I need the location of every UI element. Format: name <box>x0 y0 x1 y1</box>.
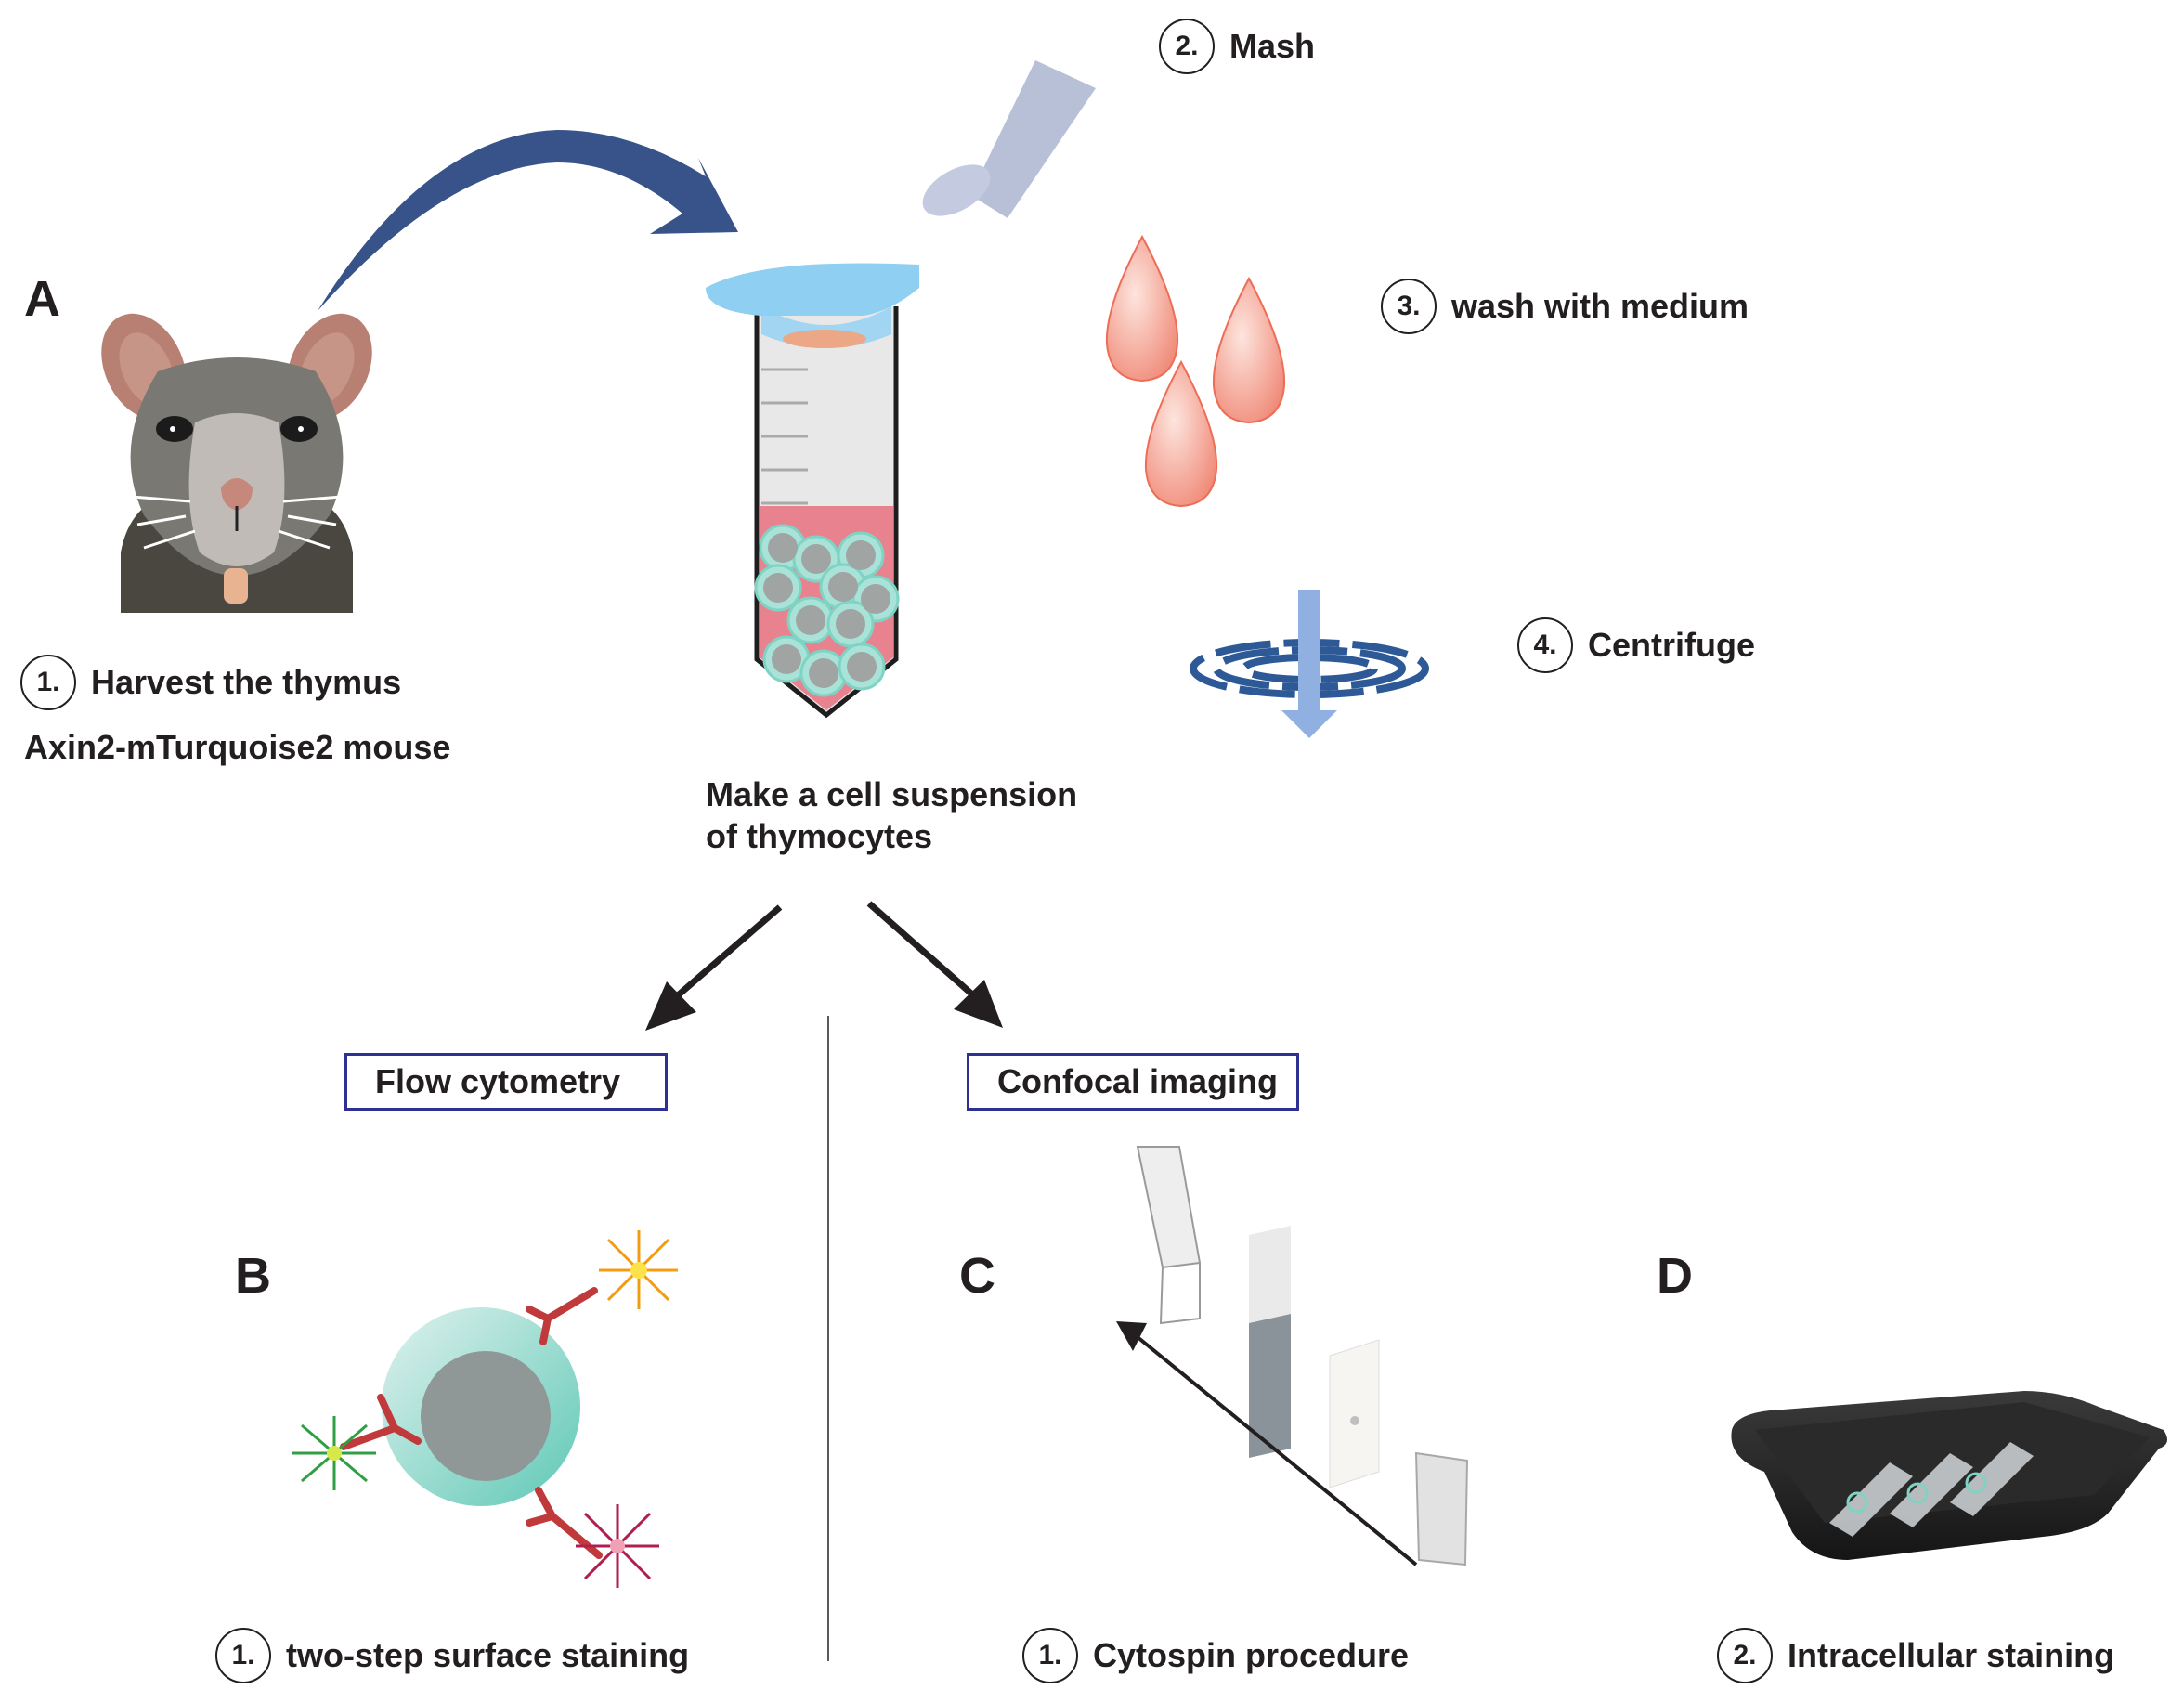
antibody-icon <box>526 1287 598 1345</box>
panel-label-b: B <box>235 1248 271 1304</box>
glass-slide-icon <box>1249 1226 1291 1458</box>
magenta-fluorophore-icon <box>576 1504 659 1588</box>
step-number-badge: 2. <box>1159 19 1215 74</box>
step-label: Mash <box>1229 27 1316 65</box>
panel-label-d: D <box>1657 1248 1693 1304</box>
step-intracellular-staining: 2. Intracellular staining <box>1717 1628 2114 1683</box>
step-cytospin-procedure: 1. Cytospin procedure <box>1022 1628 1409 1683</box>
curved-arrow-icon <box>318 130 738 311</box>
step-harvest-thymus: 1. Harvest the thymus <box>20 655 401 710</box>
centrifuge-icon <box>1190 590 1429 738</box>
step-wash-with-medium: 3. wash with medium <box>1381 279 1748 334</box>
panel-label-a: A <box>24 271 60 327</box>
cytospin-assembly-illustration <box>1116 1146 1469 1566</box>
step-number-badge: 1. <box>20 655 76 710</box>
suspension-label-line1: Make a cell suspension <box>706 775 1078 813</box>
branch-arrows <box>645 901 1003 1031</box>
stained-cell-illustration <box>292 1230 678 1588</box>
arrow-to-confocal-imaging-icon <box>866 901 982 1004</box>
slide-with-cells-icon <box>1890 1453 1973 1527</box>
cell-cluster <box>754 524 900 697</box>
step-label: wash with medium <box>1451 287 1749 325</box>
step-mash: 2. Mash <box>1159 19 1315 74</box>
arrow-to-flow-cytometry-icon <box>661 904 783 1010</box>
green-fluorophore-icon <box>292 1416 376 1490</box>
yellow-fluorophore-icon <box>599 1230 678 1309</box>
slide-clip-icon <box>1136 1146 1202 1325</box>
step-number-badge: 3. <box>1381 279 1436 334</box>
sample-chamber-icon <box>1414 1451 1469 1566</box>
antibody-icon <box>526 1487 603 1559</box>
filter-card-icon <box>1329 1339 1380 1488</box>
step-number-badge: 4. <box>1517 617 1573 673</box>
step-number-badge: 1. <box>215 1628 271 1683</box>
cell-strainer-icon <box>706 263 919 316</box>
step-two-step-surface-staining: 1. two-step surface staining <box>215 1628 689 1683</box>
step-label: Cytospin procedure <box>1093 1636 1410 1674</box>
cytospin-direction-arrow-icon <box>1136 1335 1418 1566</box>
mouse-strain-label: Axin2-mTurquoise2 mouse <box>24 728 451 766</box>
step-label: Centrifuge <box>1588 626 1755 664</box>
cell-nucleus <box>421 1351 551 1481</box>
step-number-badge: 1. <box>1022 1628 1078 1683</box>
step-label: two-step surface staining <box>286 1636 690 1674</box>
falcon-tube-illustration <box>706 263 919 719</box>
pestle-icon <box>922 60 1096 218</box>
flow-cytometry-box: Flow cytometry <box>344 1053 668 1111</box>
step-label: Intracellular staining <box>1788 1636 2115 1674</box>
slide-with-cells-icon <box>1829 1462 1913 1537</box>
panel-label-c: C <box>959 1248 995 1304</box>
section-divider <box>827 1016 829 1661</box>
thymus-icon <box>224 568 248 604</box>
suspension-label-line2: of thymocytes <box>706 817 933 855</box>
step-centrifuge: 4. Centrifuge <box>1517 617 1755 673</box>
step-number-badge: 2. <box>1717 1628 1773 1683</box>
confocal-imaging-box: Confocal imaging <box>967 1053 1299 1111</box>
staining-tray-illustration <box>1731 1391 2167 1560</box>
step-label: Harvest the thymus <box>91 663 402 701</box>
antibody-icon <box>340 1394 422 1450</box>
medium-droplets-icon <box>1105 234 1286 508</box>
slide-with-cells-icon <box>1950 1442 2034 1516</box>
mouse-illustration <box>101 313 372 613</box>
